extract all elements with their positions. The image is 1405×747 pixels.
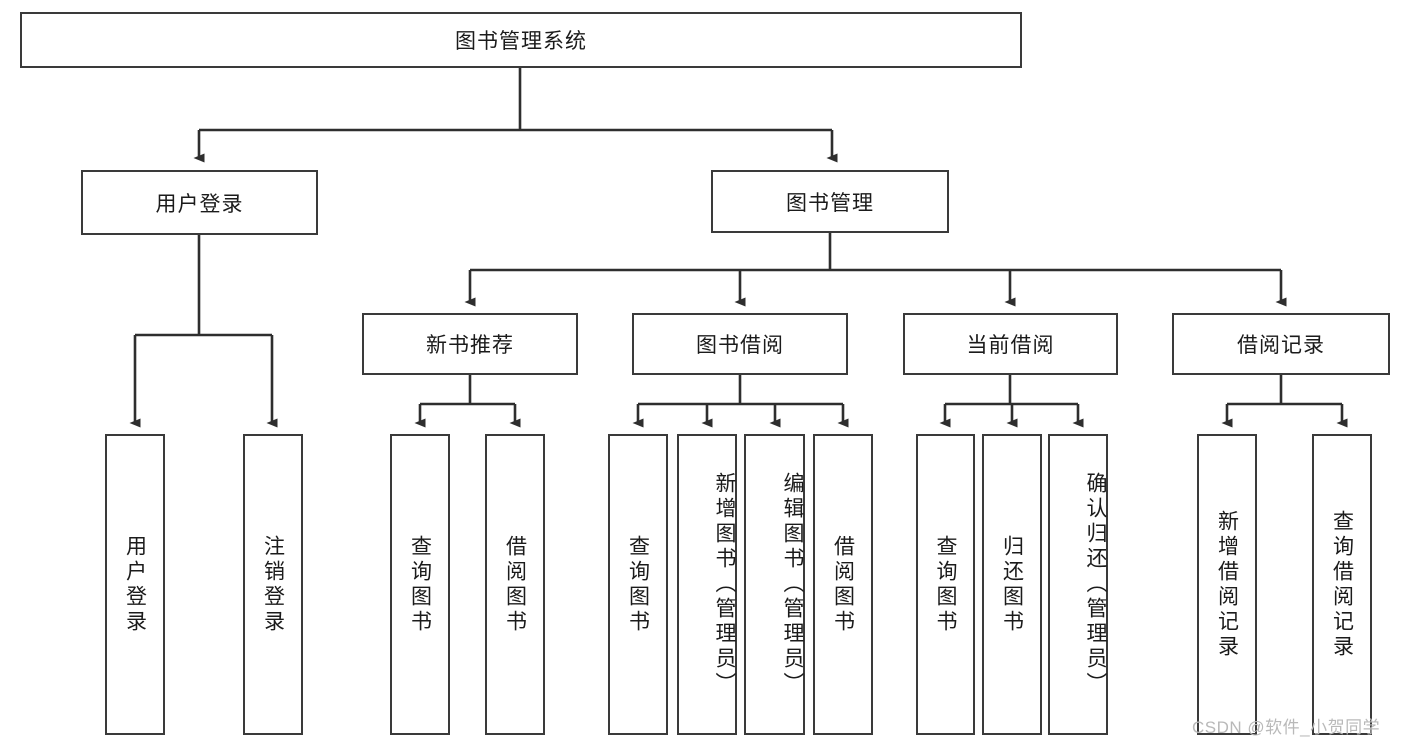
node-new-book-recommend[interactable]: 新书推荐 bbox=[362, 313, 578, 375]
node-label: 用户登录 bbox=[123, 534, 147, 635]
node-label: 用户登录 bbox=[155, 192, 244, 216]
node-label: 查询图书 bbox=[408, 534, 432, 635]
node-label: 图书管理系统 bbox=[455, 30, 587, 53]
csdn-watermark: CSDN @软件_小贺同学 bbox=[1192, 713, 1380, 738]
node-book-borrow[interactable]: 图书借阅 bbox=[632, 313, 848, 375]
node-label: 新增图书（管理员） bbox=[713, 472, 736, 697]
node-label: 新书推荐 bbox=[426, 334, 514, 357]
leaf-book-borrow-edit-book-admin[interactable]: 编辑图书（管理员） bbox=[744, 434, 805, 735]
node-user-login[interactable]: 用户登录 bbox=[81, 170, 318, 235]
node-label: 注销登录 bbox=[261, 534, 285, 635]
node-label: 确认归还（管理员） bbox=[1084, 472, 1107, 697]
leaf-current-borrow-return-book[interactable]: 归还图书 bbox=[982, 434, 1042, 735]
node-book-management[interactable]: 图书管理 bbox=[711, 170, 949, 233]
leaf-borrow-record-query-record[interactable]: 查询借阅记录 bbox=[1312, 434, 1372, 735]
node-current-borrow[interactable]: 当前借阅 bbox=[903, 313, 1118, 375]
leaf-user-login-login[interactable]: 用户登录 bbox=[105, 434, 165, 735]
leaf-current-borrow-query-book[interactable]: 查询图书 bbox=[916, 434, 975, 735]
node-label: 图书管理 bbox=[786, 191, 874, 215]
leaf-new-book-borrow-book[interactable]: 借阅图书 bbox=[485, 434, 545, 735]
node-label: 查询图书 bbox=[934, 534, 957, 635]
node-label: 借阅记录 bbox=[1237, 334, 1325, 357]
node-label: 图书借阅 bbox=[696, 334, 784, 357]
node-label: 新增借阅记录 bbox=[1215, 509, 1239, 660]
leaf-book-borrow-add-book-admin[interactable]: 新增图书（管理员） bbox=[677, 434, 737, 735]
leaf-book-borrow-borrow-book[interactable]: 借阅图书 bbox=[813, 434, 873, 735]
node-label: 查询借阅记录 bbox=[1330, 509, 1354, 660]
node-label: 当前借阅 bbox=[966, 334, 1055, 357]
leaf-book-borrow-query-book[interactable]: 查询图书 bbox=[608, 434, 668, 735]
node-label: 编辑图书（管理员） bbox=[781, 472, 804, 697]
leaf-borrow-record-add-record[interactable]: 新增借阅记录 bbox=[1197, 434, 1257, 735]
node-label: 查询图书 bbox=[626, 534, 650, 635]
watermark-text: CSDN @软件_小贺同学 bbox=[1192, 718, 1381, 737]
leaf-current-borrow-confirm-return-admin[interactable]: 确认归还（管理员） bbox=[1048, 434, 1108, 735]
node-label: 归还图书 bbox=[1000, 534, 1024, 635]
leaf-user-login-logout[interactable]: 注销登录 bbox=[243, 434, 303, 735]
node-borrow-record[interactable]: 借阅记录 bbox=[1172, 313, 1390, 375]
node-label: 借阅图书 bbox=[503, 534, 527, 635]
leaf-new-book-query-book[interactable]: 查询图书 bbox=[390, 434, 450, 735]
node-label: 借阅图书 bbox=[831, 534, 855, 635]
node-root-book-management-system[interactable]: 图书管理系统 bbox=[20, 12, 1022, 68]
